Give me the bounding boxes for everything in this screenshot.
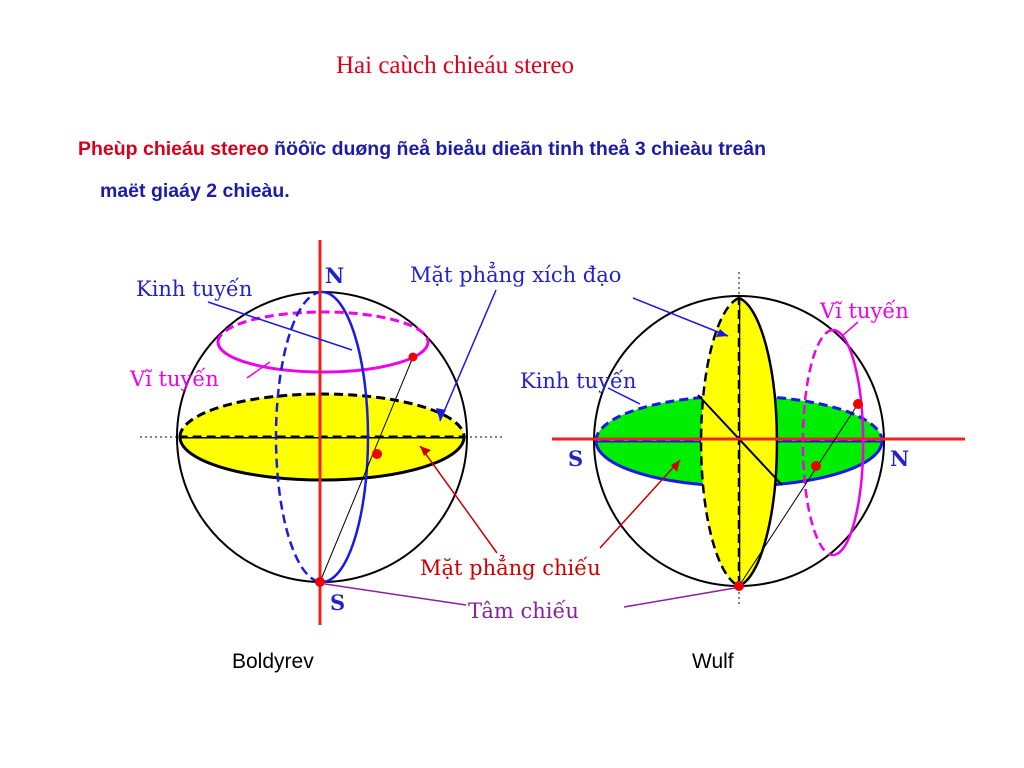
- label-vi-tuyen-left: Vĩ tuyến: [129, 367, 219, 391]
- right-equatorial-plane-front: [737, 296, 779, 588]
- chieu-right-pointer: [599, 459, 681, 549]
- label-south-right: S: [568, 446, 583, 471]
- intro-line-1: Pheùp chieáu stereo ñöôïc duøng ñeå bieå…: [78, 128, 938, 170]
- caption-wulf: Wulf: [692, 650, 734, 673]
- tam-chieu-right-pointer: [623, 587, 736, 608]
- wulf-sphere: [552, 272, 965, 605]
- right-vi-tuyen-pointer: [841, 321, 859, 337]
- caption-boldyrev: Boldyrev: [232, 650, 314, 673]
- intro-highlight: Pheùp chieáu stereo: [78, 138, 269, 160]
- chieu-left-pointer: [419, 445, 498, 554]
- boldyrev-sphere: [140, 240, 505, 625]
- left-projection-center-point: [315, 577, 325, 587]
- label-south-left: S: [330, 590, 345, 615]
- right-pole-point: [853, 399, 863, 409]
- left-projection-line: [319, 356, 414, 583]
- xich-dao-right-arrowhead: [716, 329, 728, 337]
- diagram-labels: Kinh tuyến Vĩ tuyến Mặt phẳng xích đạo K…: [129, 262, 909, 623]
- xich-dao-left-pointer: [439, 289, 497, 422]
- left-latitude-front: [216, 341, 430, 374]
- label-mat-phang-xich-dao: Mặt phẳng xích đạo: [410, 262, 621, 287]
- right-kinh-tuyen-pointer: [607, 387, 641, 405]
- left-meridian-back: [274, 290, 323, 584]
- left-pole-point: [408, 352, 418, 362]
- label-tam-chieu: Tâm chiếu: [468, 599, 579, 623]
- intro-text: Pheùp chieáu stereo ñöôïc duøng ñeå bieå…: [78, 128, 938, 212]
- right-projection-line: [738, 403, 859, 587]
- right-equatorial-plane-back: [699, 296, 741, 588]
- right-projected-point: [811, 461, 821, 471]
- left-projected-point: [372, 449, 382, 459]
- pointer-lines: [207, 289, 859, 608]
- label-north-right: N: [890, 446, 909, 471]
- label-mat-phang-chieu: Mặt phẳng chiếu: [420, 555, 601, 580]
- chieu-right-arrowhead: [671, 460, 680, 472]
- intro-line-2: maët giaáy 2 chieàu.: [100, 180, 290, 202]
- chieu-left-arrowhead: [420, 446, 431, 456]
- label-vi-tuyen-right: Vĩ tuyến: [819, 299, 909, 323]
- left-meridian-front: [321, 290, 370, 584]
- label-kinh-tuyen-left: Kinh tuyến: [136, 277, 252, 301]
- left-projection-plane-front: [178, 435, 466, 482]
- intro-rest: ñöôïc duøng ñeå bieåu dieãn tinh theå 3 …: [268, 138, 767, 160]
- left-projection-plane-back: [178, 392, 466, 439]
- left-vi-tuyen-pointer: [246, 361, 271, 379]
- page-title: Hai caùch chieáu stereo: [335, 52, 575, 79]
- tam-chieu-left-pointer: [324, 583, 467, 606]
- xich-dao-right-pointer: [632, 297, 729, 337]
- right-latitude-front: [832, 328, 865, 557]
- left-kinh-tuyen-pointer: [207, 301, 353, 351]
- left-latitude-back: [216, 310, 430, 343]
- label-kinh-tuyen-right: Kinh tuyến: [520, 369, 636, 393]
- xich-dao-left-arrowhead: [436, 408, 446, 421]
- right-latitude-back: [801, 328, 834, 557]
- right-projection-center-point: [734, 581, 744, 591]
- label-north-left: N: [325, 263, 344, 288]
